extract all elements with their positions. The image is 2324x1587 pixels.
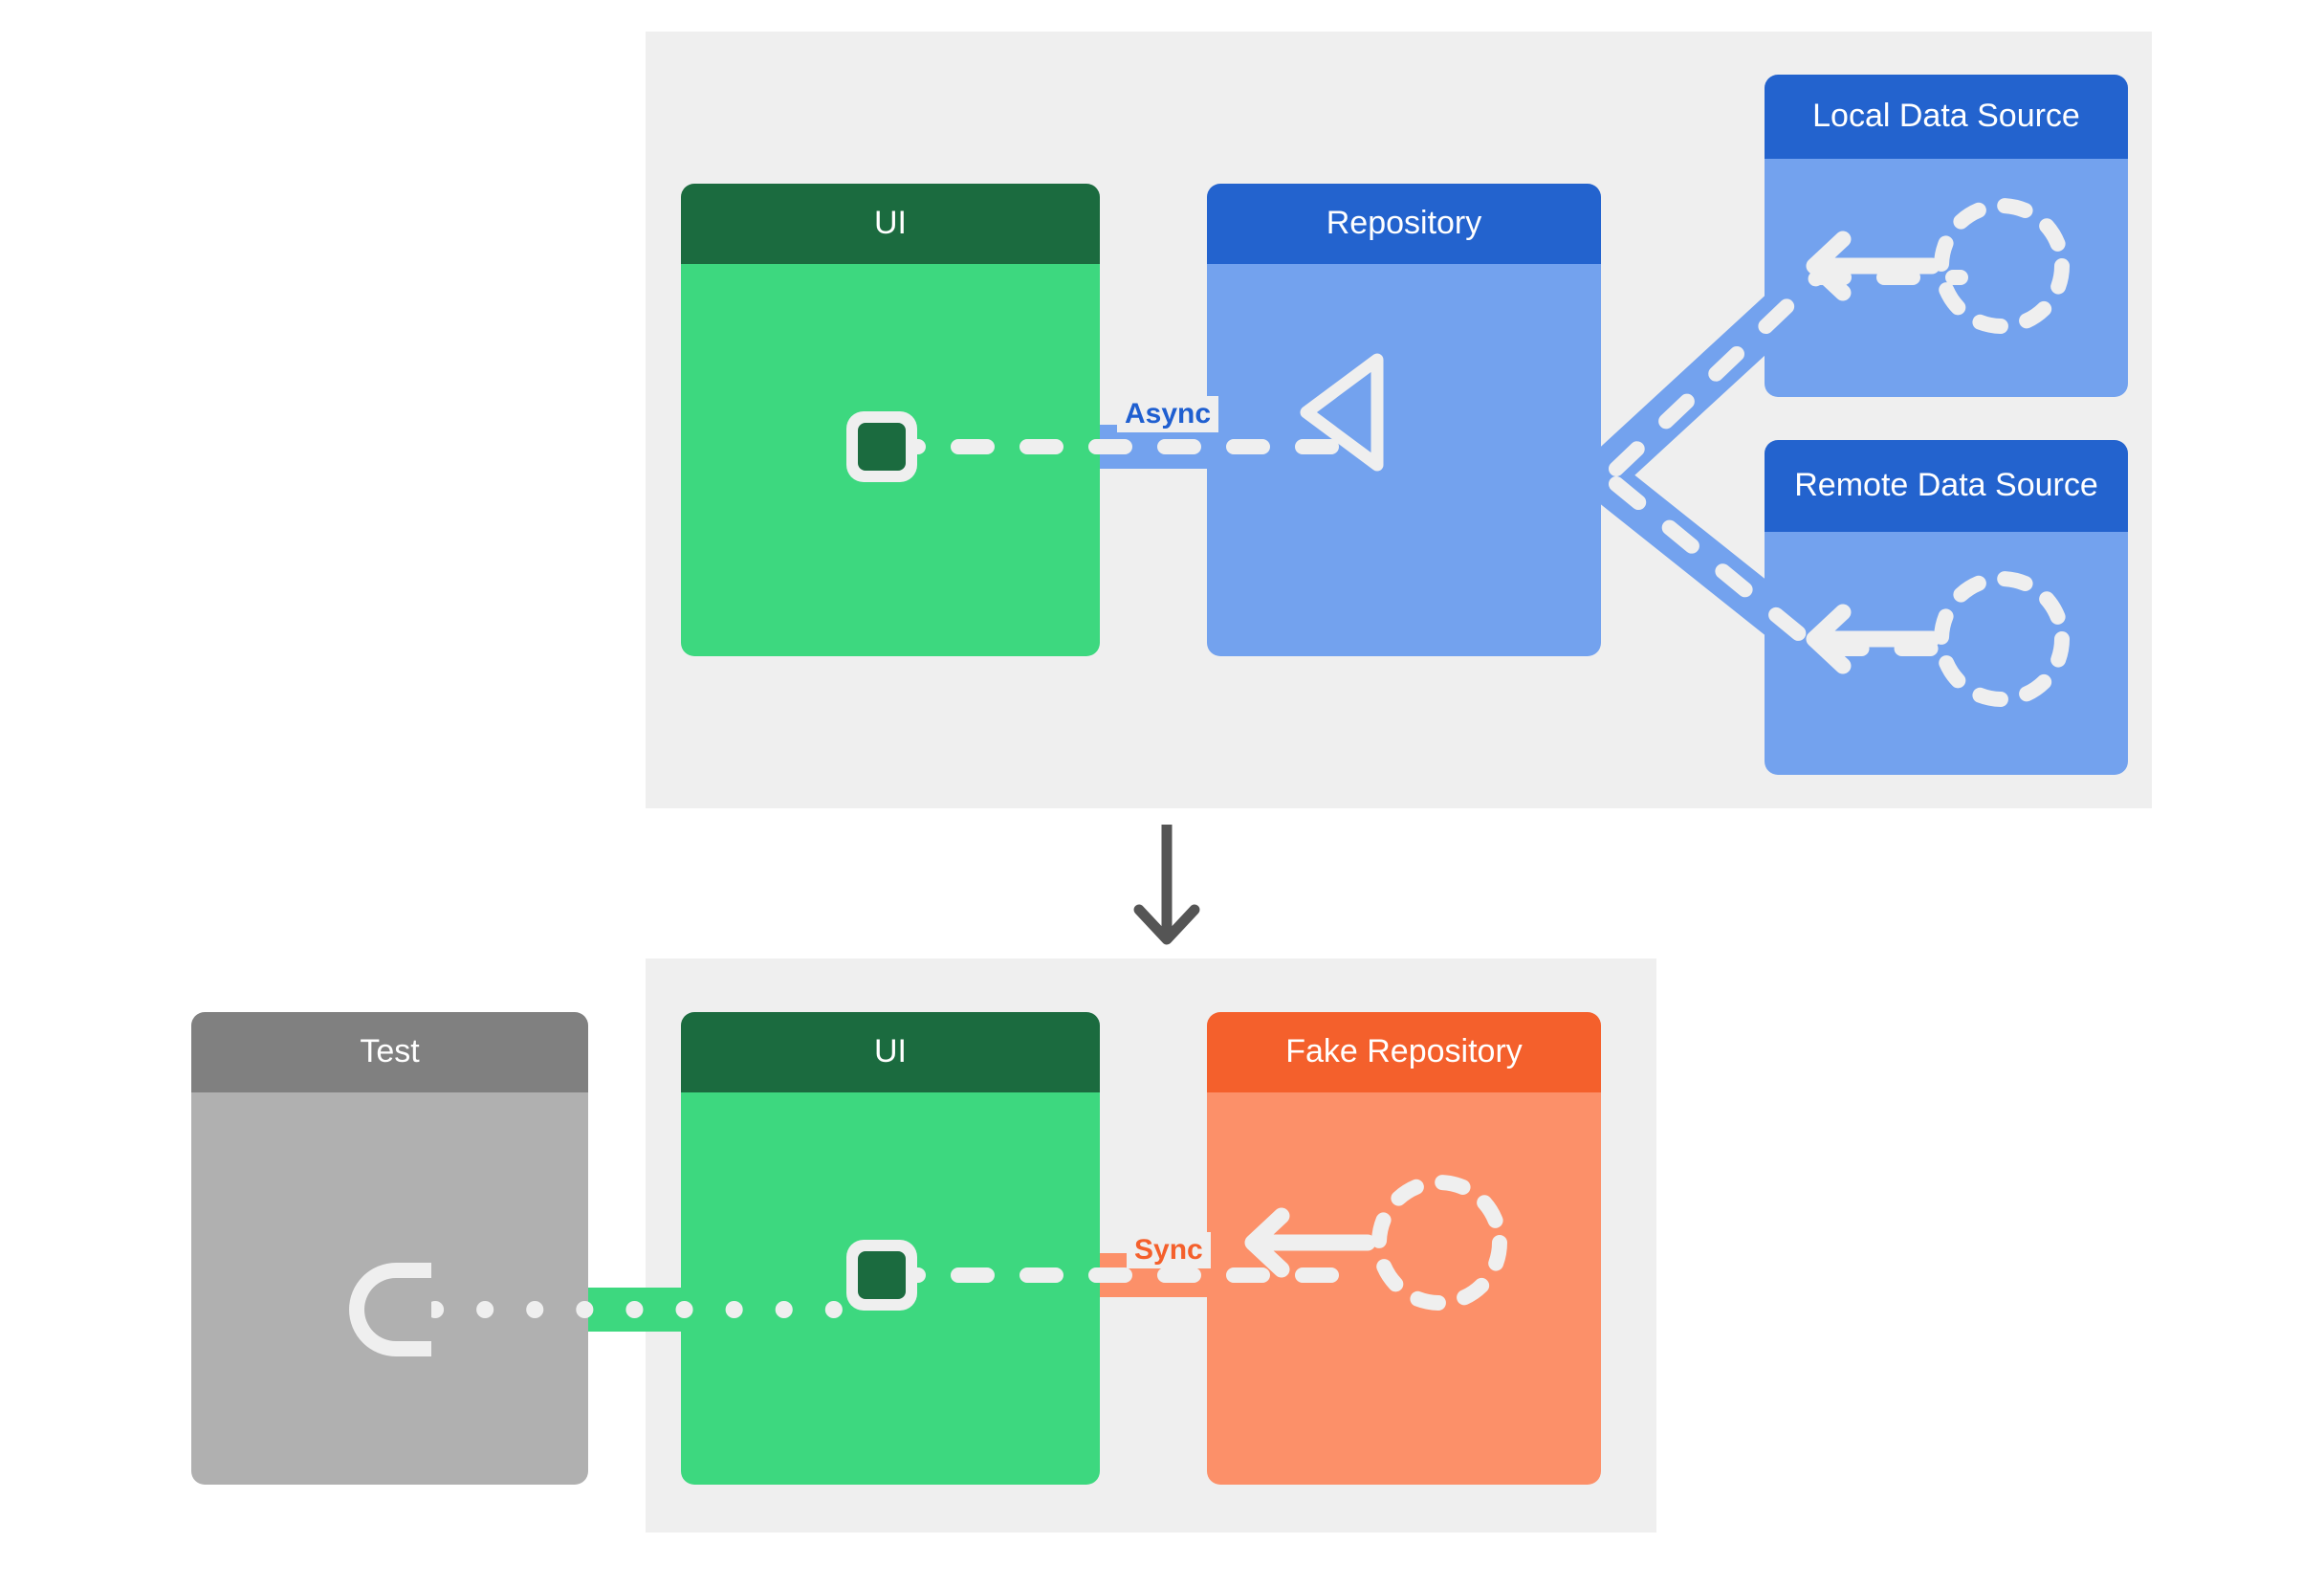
label-async: Async [1117, 396, 1219, 432]
box-remote-data-source[interactable]: Remote Data Source [1765, 440, 2128, 775]
box-fake-repository-body [1207, 1092, 1601, 1485]
box-repository-body [1207, 264, 1601, 656]
box-local-data-source-title: Local Data Source [1765, 75, 2128, 159]
box-ui-production-title: UI [681, 184, 1100, 264]
box-remote-data-source-title: Remote Data Source [1765, 440, 2128, 532]
port-inner-square [858, 423, 906, 471]
box-local-data-source[interactable]: Local Data Source [1765, 75, 2128, 397]
dashed-circle-icon [1934, 198, 2070, 334]
box-test[interactable]: Test [191, 1012, 588, 1485]
label-sync: Sync [1127, 1232, 1211, 1268]
box-ui-test-title: UI [681, 1012, 1100, 1092]
box-fake-repository[interactable]: Fake Repository [1207, 1012, 1601, 1485]
box-repository-title: Repository [1207, 184, 1601, 264]
arrow-left-icon [1806, 604, 1940, 674]
port-inner-square [858, 1251, 906, 1299]
socket-inner-shape [364, 1278, 431, 1341]
box-remote-data-source-body [1765, 532, 2128, 775]
test-required-interface-socket[interactable] [349, 1263, 431, 1356]
arrow-left-icon [1244, 1207, 1376, 1278]
arrow-left-icon [1806, 231, 1940, 301]
box-test-title: Test [191, 1012, 588, 1092]
box-repository[interactable]: Repository [1207, 184, 1601, 656]
local-data-source-graphics [1806, 198, 2070, 334]
repository-body-graphics [1300, 353, 1384, 472]
dashed-circle-icon [1934, 571, 2070, 707]
remote-data-source-graphics [1806, 571, 2070, 707]
fake-repository-graphics [1244, 1175, 1507, 1311]
box-local-data-source-body [1765, 159, 2128, 397]
ui-test-provided-interface-port[interactable] [846, 1240, 917, 1311]
box-fake-repository-title: Fake Repository [1207, 1012, 1601, 1092]
box-ui-production[interactable]: UI [681, 184, 1100, 656]
flow-arrow-down-icon [1133, 825, 1200, 945]
play-triangle-left-icon [1300, 353, 1384, 472]
dashed-circle-icon [1371, 1175, 1507, 1311]
ui-provided-interface-port[interactable] [846, 411, 917, 482]
